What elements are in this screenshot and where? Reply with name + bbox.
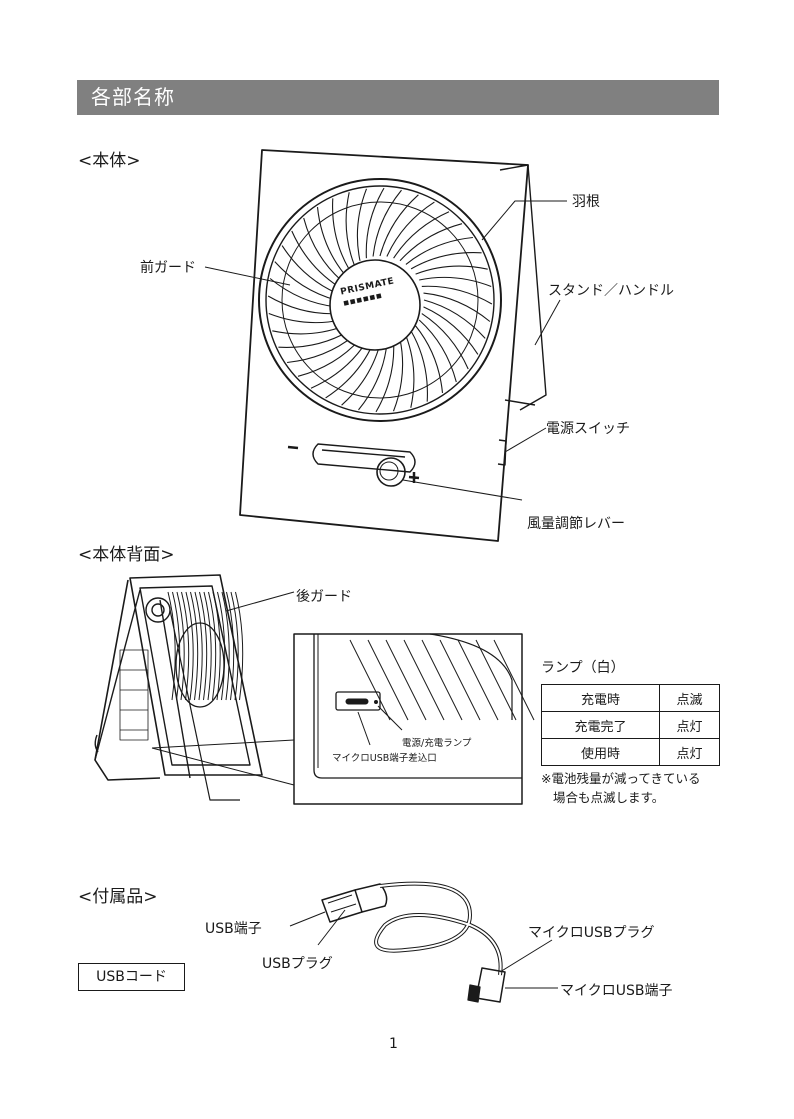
label-power-switch: 電源スイッチ	[546, 418, 630, 438]
table-cell: 点灯	[659, 712, 719, 739]
label-micro-usb-plug: マイクロUSBプラグ	[528, 922, 654, 942]
fan-blade-line	[422, 314, 468, 369]
fan-blade-line	[419, 320, 456, 382]
lamp-table-title: ランプ（白）	[541, 657, 625, 677]
table-cell: 充電完了	[542, 712, 660, 739]
zoom-fin-line	[476, 640, 516, 720]
fan-blade-line	[387, 202, 435, 256]
fan-blade-line	[424, 307, 478, 355]
lamp-note-line2: 場合も点滅します。	[553, 788, 664, 807]
table-row: 充電完了 点灯	[542, 712, 720, 739]
fan-blade-line	[346, 192, 354, 264]
label-micro-usb-port: マイクロUSB端子差込口	[332, 750, 437, 764]
label-rear-guard: 後ガード	[296, 586, 352, 606]
table-row: 使用時 点灯	[542, 739, 720, 766]
table-cell: 点灯	[659, 739, 719, 766]
rear-guard-fin	[168, 592, 175, 700]
zoom-fin-line	[440, 640, 480, 720]
zoom-fin-line	[368, 640, 408, 720]
zoom-fin-line	[404, 640, 444, 720]
table-cell: 点滅	[659, 685, 719, 712]
fan-blade-line	[406, 238, 473, 265]
table-row: 充電時 点滅	[542, 685, 720, 712]
fan-blade-line	[282, 246, 336, 294]
zoom-fin-line	[494, 640, 534, 720]
fan-blade-line	[357, 189, 366, 261]
label-usb-plug: USBプラグ	[262, 953, 333, 973]
fan-blade-line	[304, 218, 341, 280]
slider-track	[313, 444, 415, 472]
label-usb-terminal: USB端子	[205, 918, 262, 938]
label-micro-usb-terminal: マイクロUSB端子	[560, 980, 672, 1000]
zoom-fin-line	[386, 640, 426, 720]
fan-blade-line	[394, 339, 403, 411]
fan-blade-line	[406, 336, 414, 408]
label-stand-handle: スタンド／ハンドル	[548, 280, 674, 300]
fan-blade-line	[292, 231, 338, 286]
zoom-fin-line	[422, 640, 462, 720]
fan-blade-line	[416, 266, 488, 274]
table-cell: 使用時	[542, 739, 660, 766]
label-speed-lever: 風量調節レバー	[527, 513, 625, 533]
label-front-guard: 前ガード	[140, 257, 196, 277]
zoom-fin-line	[350, 640, 390, 720]
page-number: 1	[389, 1036, 398, 1052]
fan-blade-line	[400, 224, 462, 261]
fan-blade-line	[326, 344, 374, 398]
fan-blade-line	[419, 277, 491, 286]
fan-blade-line	[311, 342, 366, 388]
fan-back-illustration	[95, 575, 262, 800]
label-blades: 羽根	[572, 191, 600, 211]
fan-blade-line	[272, 326, 344, 334]
lamp-status-table: 充電時 点滅 充電完了 点灯 使用時 点灯	[541, 684, 720, 766]
usb-cable-illustration	[322, 884, 505, 1002]
fan-blade-line	[287, 336, 354, 363]
fan-blade-line	[318, 207, 345, 274]
label-power-charge-lamp: 電源/充電ランプ	[402, 735, 471, 749]
fan-front-illustration	[240, 150, 546, 541]
lamp-note-line1: ※電池残量が減ってきている	[541, 769, 700, 788]
zoom-fin-line	[458, 640, 498, 720]
fan-blade-line	[416, 326, 443, 393]
label-usb-cord: USBコード	[78, 963, 185, 991]
fan-blade-line	[269, 314, 341, 323]
fan-blade-line	[394, 212, 449, 258]
table-cell: 充電時	[542, 685, 660, 712]
fan-blade-line	[298, 339, 360, 376]
